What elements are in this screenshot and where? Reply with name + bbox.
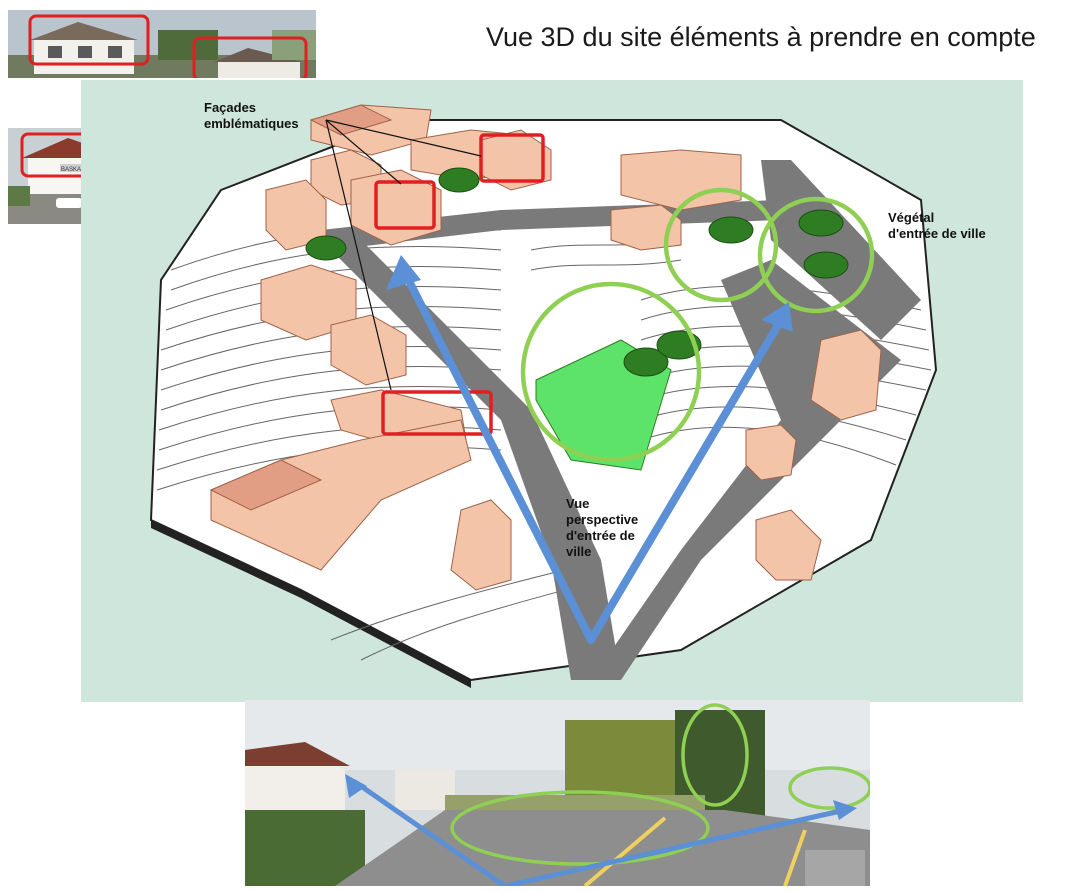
vegetal-label: Végétal d'entrée de ville [888, 210, 986, 242]
vue-label-line: Vue [566, 496, 590, 511]
vegetation-highlights [520, 187, 875, 463]
model-panel: Façades emblématiques Végétal d'entrée d… [81, 80, 1023, 702]
vue-label-line: ville [566, 544, 592, 559]
view-arrows [352, 779, 848, 886]
vue-label-line: d'entrée de [566, 528, 635, 543]
street-photo-entrance [245, 700, 870, 886]
facade-highlights [374, 133, 545, 436]
label-pointers [325, 119, 482, 391]
vue-label: Vue perspective d'entrée de ville [566, 496, 638, 560]
arrow-icon [345, 774, 857, 820]
page-title: Vue 3D du site éléments à prendre en com… [486, 22, 1036, 52]
vegetal-label-line: Végétal [888, 210, 935, 225]
vue-label-line: perspective [566, 512, 639, 527]
facades-label-line: Façades [204, 100, 257, 115]
view-arrows [402, 271, 785, 644]
facades-label-line: emblématiques [204, 116, 299, 131]
site-3d-model [149, 104, 938, 688]
facades-label: Façades emblématiques [204, 100, 299, 132]
vegetation-highlights [450, 703, 870, 866]
site-base-edge [151, 520, 471, 688]
vegetal-label-line: d'entrée de ville [888, 226, 986, 241]
street-photo-facades [8, 10, 316, 78]
shop-sign: BASKA [61, 167, 81, 173]
arrow-icon [386, 255, 793, 332]
